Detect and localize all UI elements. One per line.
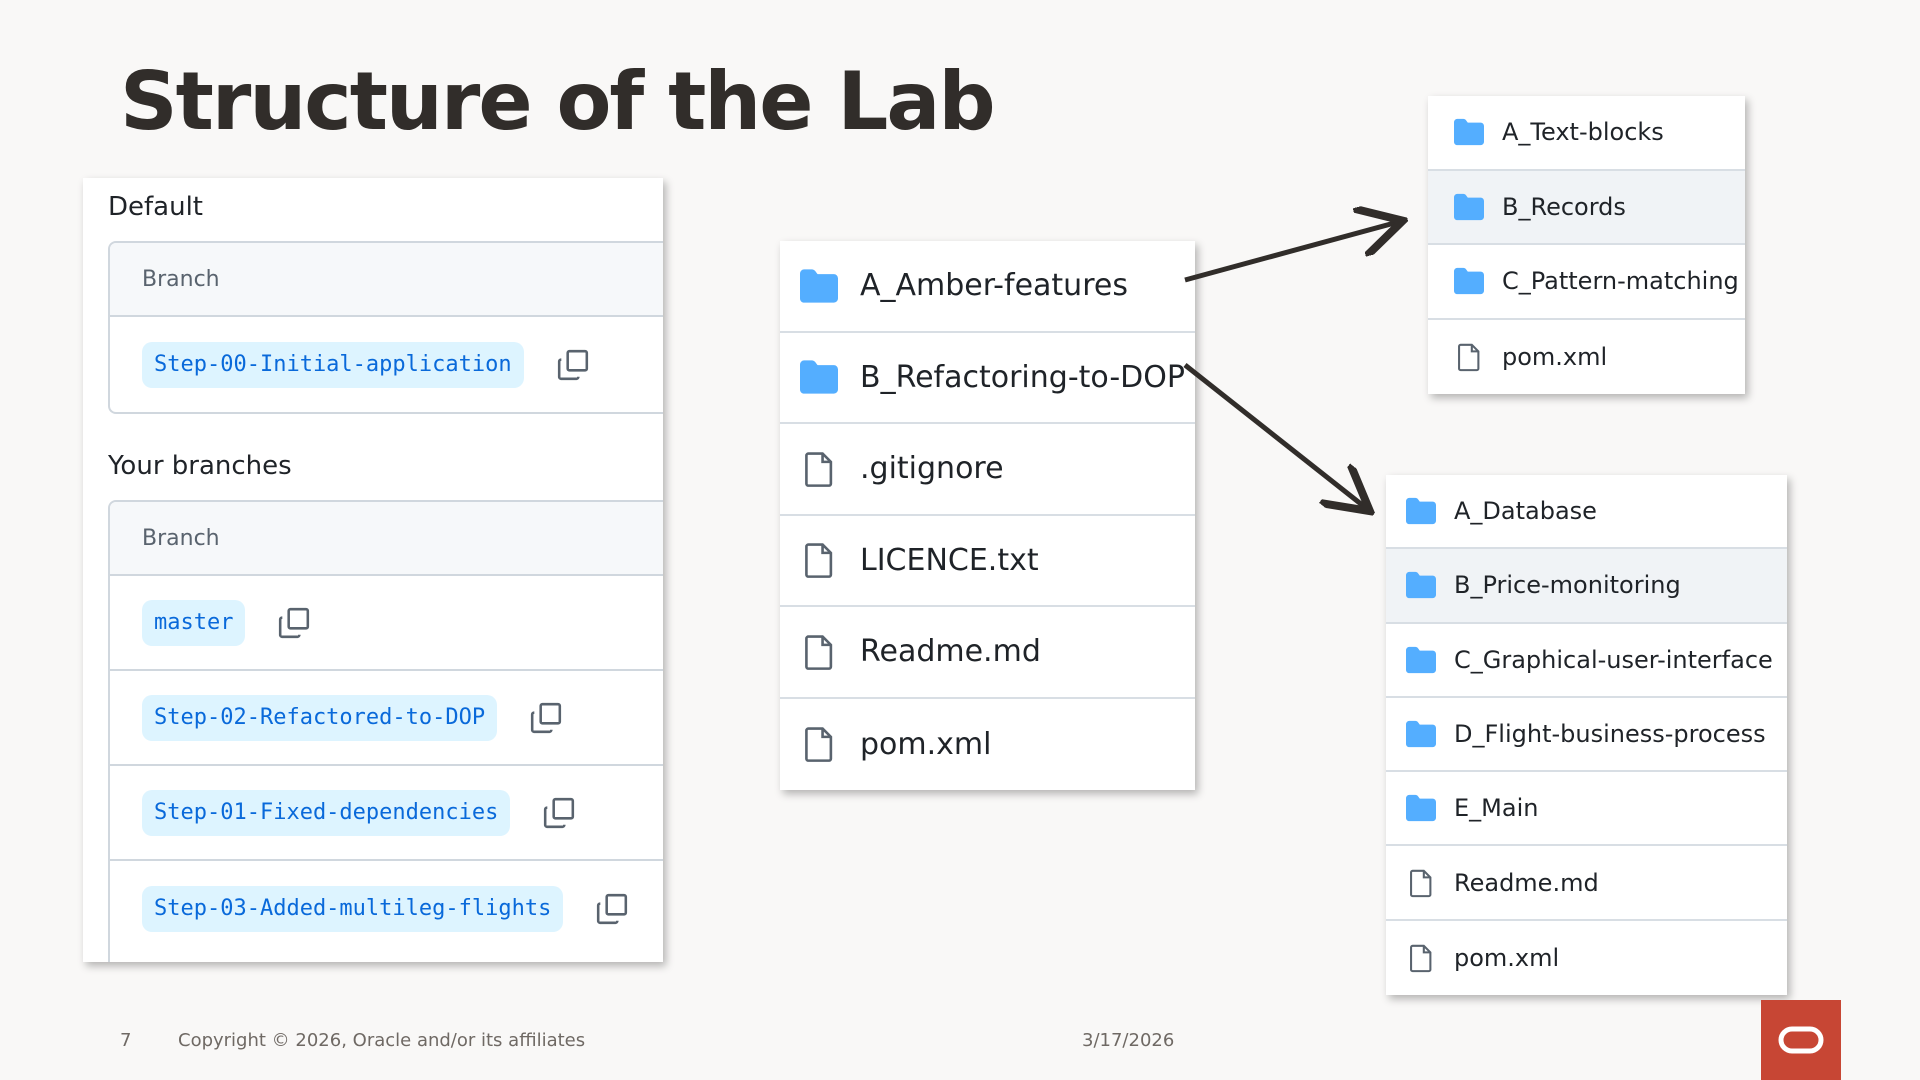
folder-icon	[1454, 117, 1484, 147]
file-name[interactable]: .gitignore	[860, 451, 1004, 487]
oracle-logo-icon	[1761, 1000, 1841, 1080]
file-name[interactable]: pom.xml	[1454, 943, 1560, 972]
your-branches-section-title: Your branches	[108, 451, 292, 481]
file-row[interactable]: pom.xml	[1386, 921, 1787, 995]
folder-row[interactable]: D_Flight-business-process	[1386, 698, 1787, 773]
file-row[interactable]: Readme.md	[1386, 846, 1787, 921]
file-row[interactable]: pom.xml	[1428, 320, 1745, 395]
folder-row[interactable]: B_Refactoring-to-DOP	[780, 333, 1195, 424]
file-icon	[1406, 868, 1436, 898]
folder-icon	[1406, 570, 1436, 600]
file-icon	[800, 450, 838, 488]
copy-icon[interactable]	[277, 606, 311, 640]
file-icon	[1406, 943, 1436, 973]
arrow-to-amber-features	[1184, 222, 1398, 283]
file-name[interactable]: D_Flight-business-process	[1454, 720, 1766, 749]
folder-icon	[1454, 266, 1484, 296]
repo-root-file-list: A_Amber-features B_Refactoring-to-DOP .g…	[780, 241, 1195, 790]
default-branch-table: Branch Step-00-Initial-application	[108, 241, 663, 414]
folder-icon	[1406, 496, 1436, 526]
folder-row[interactable]: B_Price-monitoring	[1386, 549, 1787, 624]
copy-icon[interactable]	[542, 796, 576, 830]
your-branches-column-header: Branch	[110, 502, 663, 576]
branch-link[interactable]: Step-03-Added-multileg-flights	[142, 885, 564, 932]
folder-icon	[1406, 793, 1436, 823]
branches-panel: Default Branch Step-00-Initial-applicati…	[83, 178, 663, 962]
file-name[interactable]: A_Text-blocks	[1502, 118, 1664, 147]
branch-row: master	[110, 576, 663, 671]
folder-icon	[800, 358, 838, 396]
file-name[interactable]: pom.xml	[1502, 342, 1608, 371]
copyright-text: Copyright © 2026, Oracle and/or its affi…	[178, 1030, 586, 1051]
slide-title: Structure of the Lab	[120, 55, 996, 148]
folder-icon	[1406, 719, 1436, 749]
file-name[interactable]: Readme.md	[860, 634, 1041, 670]
file-name[interactable]: B_Records	[1502, 192, 1626, 221]
branch-row: Step-00-Initial-application	[110, 317, 663, 412]
branch-link[interactable]: Step-01-Fixed-dependencies	[142, 789, 511, 836]
file-name[interactable]: E_Main	[1454, 794, 1539, 823]
file-name[interactable]: C_Graphical-user-interface	[1454, 645, 1773, 674]
file-icon	[1454, 342, 1484, 372]
default-branch-column-header: Branch	[110, 243, 663, 317]
folder-row[interactable]: A_Database	[1386, 475, 1787, 550]
folder-icon	[800, 267, 838, 305]
file-name[interactable]: pom.xml	[860, 726, 992, 762]
folder-row[interactable]: A_Amber-features	[780, 241, 1195, 333]
folder-row[interactable]: E_Main	[1386, 772, 1787, 847]
file-name[interactable]: Readme.md	[1454, 868, 1599, 897]
folder-row[interactable]: C_Graphical-user-interface	[1386, 624, 1787, 698]
branch-row: Step-01-Fixed-dependencies	[110, 766, 663, 861]
slide-date: 3/17/2026	[1082, 1030, 1175, 1051]
amber-features-file-list: A_Text-blocks B_Records C_Pattern-matchi…	[1428, 96, 1745, 394]
file-name[interactable]: C_Pattern-matching	[1502, 267, 1739, 296]
branch-link[interactable]: Step-00-Initial-application	[142, 341, 524, 388]
folder-icon	[1454, 192, 1484, 222]
copy-icon[interactable]	[595, 892, 629, 926]
branch-link[interactable]: Step-02-Refactored-to-DOP	[142, 694, 498, 741]
file-icon	[800, 725, 838, 763]
file-name[interactable]: LICENCE.txt	[860, 542, 1039, 578]
folder-row[interactable]: A_Text-blocks	[1428, 96, 1745, 171]
file-name[interactable]: B_Refactoring-to-DOP	[860, 359, 1185, 395]
folder-row[interactable]: C_Pattern-matching	[1428, 245, 1745, 320]
copy-icon[interactable]	[529, 701, 563, 735]
default-section-title: Default	[108, 192, 203, 222]
your-branches-table: Branch master Step-02-Refactored-to-DOP …	[108, 500, 663, 962]
file-row[interactable]: pom.xml	[780, 699, 1195, 791]
file-name[interactable]: A_Amber-features	[860, 268, 1128, 304]
page-number: 7	[120, 1030, 132, 1051]
folder-row[interactable]: B_Records	[1428, 170, 1745, 245]
file-row[interactable]: LICENCE.txt	[780, 516, 1195, 607]
file-icon	[800, 633, 838, 671]
branch-link[interactable]: master	[142, 599, 246, 646]
copy-icon[interactable]	[556, 348, 590, 382]
file-row[interactable]: .gitignore	[780, 424, 1195, 516]
file-row[interactable]: Readme.md	[780, 607, 1195, 699]
refactoring-to-dop-file-list: A_Database B_Price-monitoring C_Graphica…	[1386, 475, 1787, 996]
branch-row: Step-03-Added-multileg-flights	[110, 861, 663, 956]
arrow-to-refactoring-to-dop	[1183, 363, 1366, 508]
file-name[interactable]: B_Price-monitoring	[1454, 571, 1681, 600]
file-name[interactable]: A_Database	[1454, 497, 1597, 526]
branch-row: Step-02-Refactored-to-DOP	[110, 671, 663, 766]
file-icon	[800, 541, 838, 579]
folder-icon	[1406, 645, 1436, 675]
